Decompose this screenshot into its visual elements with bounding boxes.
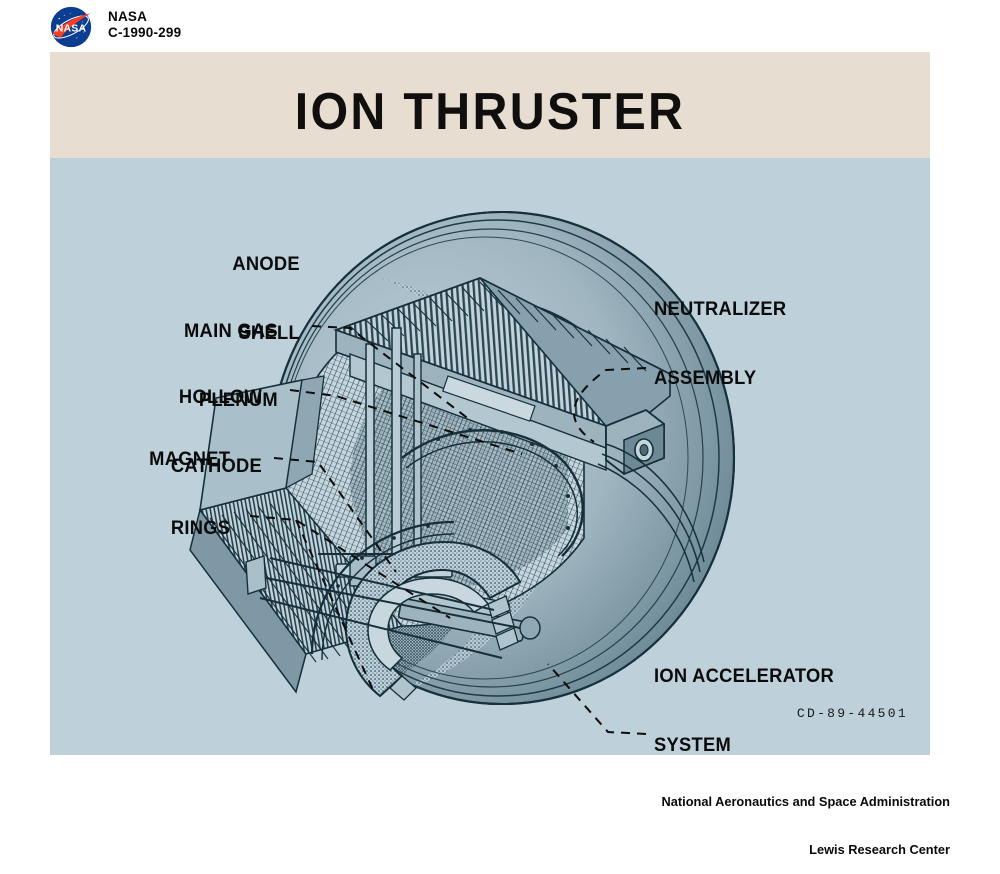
leader-main-gas [289, 389, 523, 455]
callout-line: RINGS [170, 517, 230, 539]
callout-line: ANODE [232, 253, 300, 275]
callout-ion-accelerator-system: ION ACCELERATOR SYSTEM [654, 619, 834, 755]
callout-main-gas-plenum: MAIN GAS PLENUM [184, 274, 278, 458]
callout-hollow-cathode: HOLLOW CATHODE [171, 340, 262, 524]
header-photo-number: C-1990-299 [108, 25, 182, 40]
callout-line: PLENUM [198, 389, 278, 411]
svg-text:NASA: NASA [56, 23, 87, 35]
footer-center-line: Lewis Research Center [809, 842, 950, 857]
poster-panel: ION THRUSTER [50, 52, 930, 755]
leader-neutralizer [573, 367, 647, 443]
leader-ion-accel [547, 663, 647, 735]
callout-line: ION ACCELERATOR [654, 665, 835, 687]
neutralizer-assembly-part [597, 408, 705, 583]
leader-anode-shell [311, 325, 471, 421]
page-footer: National Aeronautics and Space Administr… [662, 762, 950, 874]
callout-line: ASSEMBLY [654, 367, 757, 389]
leader-magnet-rings-a [249, 515, 451, 619]
callout-line: SHELL [238, 322, 300, 344]
nasa-insignia-logo: NASA [50, 6, 92, 48]
title-band: ION THRUSTER [50, 52, 930, 158]
anode-shell-structure [333, 277, 672, 472]
callout-line: SYSTEM [654, 734, 732, 755]
callout-line: NEUTRALIZER [654, 298, 787, 320]
callout-neutralizer-assembly: NEUTRALIZER ASSEMBLY [654, 252, 786, 436]
callout-leader-lines [249, 325, 647, 735]
callout-line: CATHODE [170, 455, 262, 477]
magnet-rings-structure [245, 520, 522, 701]
header-caption: NASA C-1990-299 [108, 9, 181, 41]
callout-line: MAIN GAS [184, 320, 278, 342]
callout-line: MAGNET [148, 448, 230, 470]
callout-anode-shell: ANODE SHELL [232, 207, 300, 391]
leader-hollow-cathode [273, 457, 397, 573]
footer-agency-line: National Aeronautics and Space Administr… [661, 794, 950, 809]
header-agency-name: NASA [108, 9, 148, 24]
drawing-id-code: CD-89-44501 [796, 706, 908, 721]
callout-magnet-rings: MAGNET RINGS [149, 402, 230, 586]
callout-line: HOLLOW [178, 386, 262, 408]
ion-thruster-diagram [50, 158, 930, 755]
page-title: ION THRUSTER [294, 83, 686, 141]
page-header: NASA NASA C-1990-299 [0, 0, 1000, 52]
